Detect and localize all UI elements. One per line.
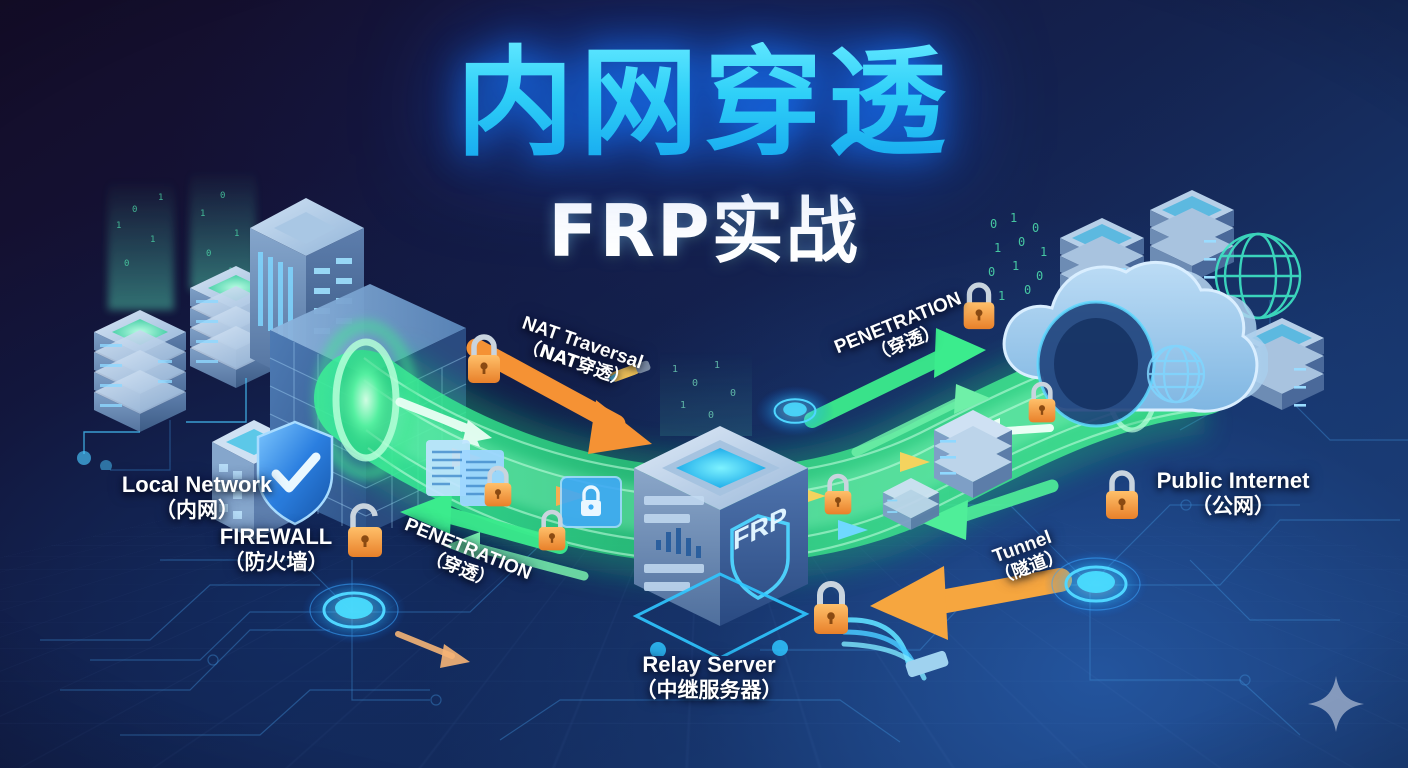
label-nat-traversal[interactable]: NAT Traversal （NAT穿透） <box>492 305 667 401</box>
label-firewall-cn: （防火墙） <box>223 549 329 574</box>
padlock-icon <box>1028 381 1056 423</box>
label-relay-server-cn: （中继服务器） <box>635 677 783 702</box>
padlock-icon <box>484 465 512 507</box>
svg-text:1: 1 <box>680 400 686 411</box>
page-subtitle: FRP实战 <box>548 188 860 273</box>
svg-text:0: 0 <box>730 388 736 399</box>
sparkle-icon <box>1308 676 1364 732</box>
label-firewall-en: FIREWALL <box>219 524 333 549</box>
label-relay-server[interactable]: Relay Server （中继服务器） <box>594 652 824 702</box>
page-title: 内网穿透 <box>0 41 1408 166</box>
svg-text:0: 0 <box>692 378 698 389</box>
label-local-network-en: Local Network <box>121 472 273 497</box>
label-public-internet-en: Public Internet <box>1156 468 1310 493</box>
server-rack-icon <box>882 478 940 530</box>
label-relay-server-en: Relay Server <box>642 652 776 677</box>
portal-node-icon <box>302 576 406 644</box>
padlock-icon <box>538 509 566 551</box>
server-rack-icon <box>934 410 1012 498</box>
label-public-internet-cn: （公网） <box>1191 493 1275 518</box>
label-firewall[interactable]: FIREWALL （防火墙） <box>186 524 366 574</box>
relay-server-tower: FRP <box>632 426 810 656</box>
poster-header: 内网穿透 FRP实战 <box>0 41 1408 277</box>
svg-text:1: 1 <box>714 360 720 371</box>
padlock-icon <box>824 473 852 515</box>
label-public-internet[interactable]: Public Internet （公网） <box>1118 468 1348 518</box>
fiber-cable-icon <box>841 617 949 681</box>
label-local-network-cn: （内网） <box>155 497 239 522</box>
svg-text:1: 1 <box>672 364 678 375</box>
label-local-network[interactable]: Local Network （内网） <box>82 472 312 522</box>
